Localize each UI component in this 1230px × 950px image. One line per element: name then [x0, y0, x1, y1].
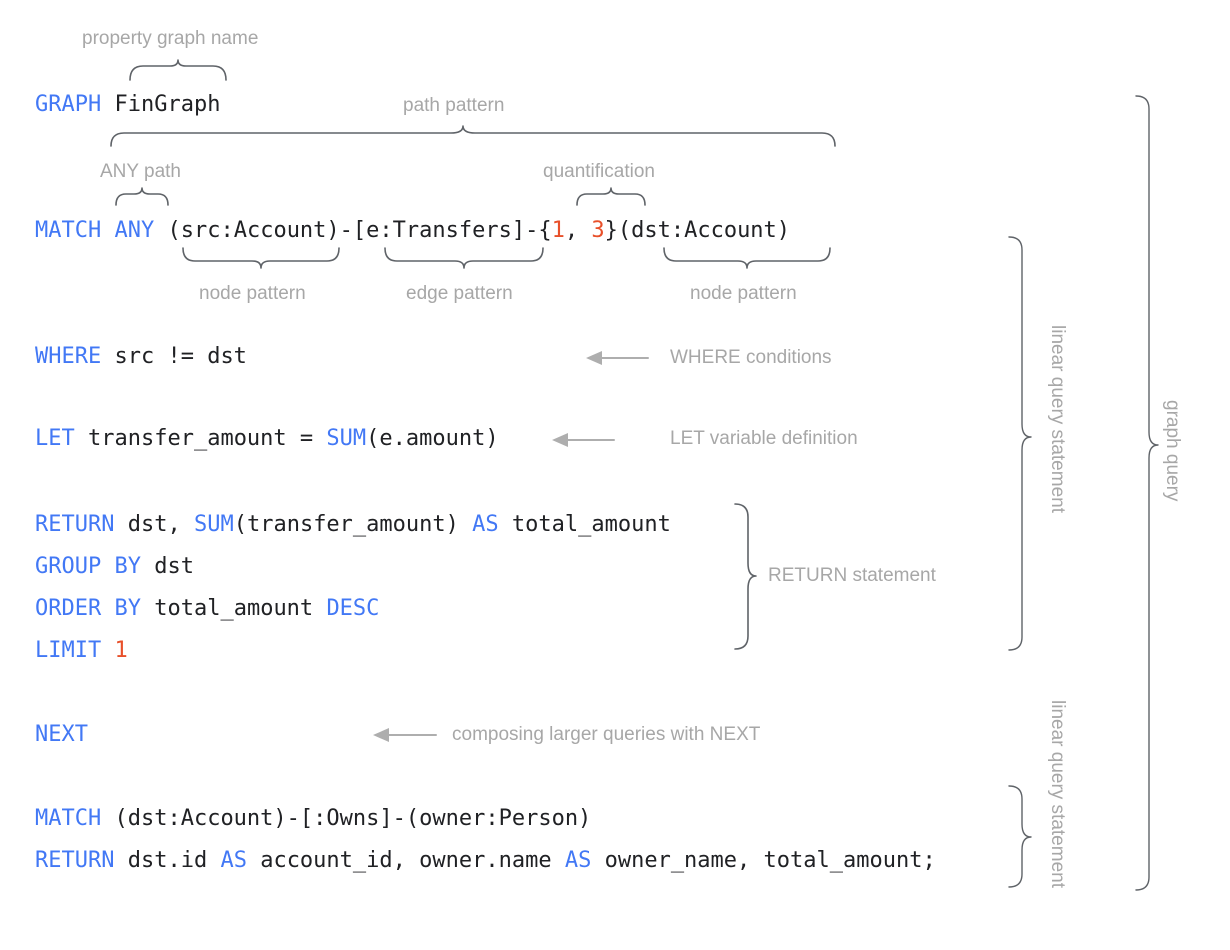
keyword-where: WHERE — [35, 344, 102, 369]
keyword-let: LET — [35, 426, 75, 451]
return-2-part-2: account_id, owner.name — [246, 848, 565, 873]
label-linear-query-statement-2: linear query statement — [1047, 700, 1068, 888]
code-line-let: LET transfer_amount = SUM(e.amount) — [35, 426, 499, 452]
let-sum-args: (e.amount) — [366, 426, 499, 451]
label-return-statement: RETURN statement — [768, 565, 936, 586]
space-6 — [141, 596, 154, 621]
let-assignment: transfer_amount = — [74, 426, 327, 451]
brace-return-statement — [734, 503, 757, 650]
dash-1: - — [339, 218, 353, 243]
space-3 — [101, 554, 114, 579]
code-line-match-2: MATCH (dst:Account)-[:Owns]-(owner:Perso… — [35, 806, 591, 832]
label-let-variable-definition: LET variable definition — [670, 428, 858, 449]
keyword-next: NEXT — [35, 722, 88, 747]
brace-linear-query-statement-2 — [1008, 785, 1032, 888]
code-line-limit: LIMIT 1 — [35, 638, 128, 664]
brace-node-pattern-right — [663, 247, 831, 269]
brace-edge-pattern — [384, 247, 544, 269]
match-2-pattern: (dst:Account)-[:Owns]-(owner:Person) — [101, 806, 592, 831]
arrow-composing-next — [373, 728, 437, 742]
brace-quantification — [576, 187, 646, 206]
function-sum: SUM — [326, 426, 367, 451]
space-8 — [101, 638, 114, 663]
keyword-as-2: AS — [220, 848, 247, 873]
quantifier-separator: , — [564, 218, 592, 243]
code-line-graph: GRAPH FinGraph — [35, 92, 220, 118]
node-pattern-dst: (dst:Account) — [617, 218, 791, 243]
code-line-order-by: ORDER BY total_amount DESC — [35, 596, 379, 622]
keyword-as: AS — [472, 512, 499, 537]
keyword-by: BY — [114, 554, 141, 579]
label-node-pattern-left: node pattern — [199, 283, 306, 304]
label-node-pattern-right: node pattern — [690, 283, 797, 304]
dash-2: - — [525, 218, 539, 243]
keyword-order: ORDER — [35, 596, 102, 621]
return-alias: total_amount — [498, 512, 671, 537]
label-graph-query: graph query — [1162, 400, 1183, 502]
quantifier-open-brace: { — [538, 218, 552, 243]
brace-path-pattern — [110, 125, 836, 147]
code-line-match: MATCH ANY (src:Account)-[e:Transfers]-{1… — [35, 218, 790, 244]
keyword-graph: GRAPH — [35, 92, 102, 117]
label-property-graph-name: property graph name — [82, 28, 259, 49]
code-line-return-2: RETURN dst.id AS account_id, owner.name … — [35, 848, 936, 874]
keyword-match: MATCH — [35, 218, 102, 243]
edge-pattern-transfers: [e:Transfers] — [352, 218, 526, 243]
label-linear-query-statement-1: linear query statement — [1047, 325, 1068, 513]
keyword-limit: LIMIT — [35, 638, 102, 663]
arrow-where-conditions — [586, 351, 649, 365]
function-sum-2: SUM — [193, 512, 234, 537]
code-line-next: NEXT — [35, 722, 88, 748]
keyword-as-3: AS — [564, 848, 592, 873]
arrow-let-variable-definition — [552, 433, 615, 447]
space-7 — [313, 596, 326, 621]
space-2 — [154, 218, 167, 243]
order-by-field: total_amount — [154, 596, 314, 621]
code-line-where: WHERE src != dst — [35, 344, 247, 370]
brace-linear-query-statement-1 — [1008, 236, 1032, 651]
code-line-return: RETURN dst, SUM(transfer_amount) AS tota… — [35, 512, 671, 538]
keyword-by-2: BY — [114, 596, 141, 621]
return-first-item: dst, — [114, 512, 194, 537]
keyword-match-2: MATCH — [35, 806, 102, 831]
quantifier-max: 3 — [591, 218, 605, 243]
return-2-part-3: owner_name, total_amount; — [591, 848, 936, 873]
label-edge-pattern: edge pattern — [406, 283, 513, 304]
where-expression: src != dst — [101, 344, 247, 369]
brace-node-pattern-left — [182, 247, 340, 269]
keyword-group: GROUP — [35, 554, 102, 579]
space-1 — [101, 218, 114, 243]
keyword-any: ANY — [114, 218, 155, 243]
code-line-group-by: GROUP BY dst — [35, 554, 194, 580]
keyword-return-2: RETURN — [35, 848, 115, 873]
graph-name-value: FinGraph — [101, 92, 221, 117]
keyword-return: RETURN — [35, 512, 115, 537]
return-2-part-1: dst.id — [114, 848, 221, 873]
label-where-conditions: WHERE conditions — [670, 347, 832, 368]
space-5 — [101, 596, 114, 621]
label-quantification: quantification — [543, 161, 655, 182]
brace-graph-query — [1135, 95, 1159, 891]
label-path-pattern: path pattern — [403, 95, 505, 116]
group-by-field: dst — [154, 554, 194, 579]
label-any-path: ANY path — [100, 161, 181, 182]
return-sum-args: (transfer_amount) — [233, 512, 473, 537]
space-4 — [141, 554, 154, 579]
brace-property-graph-name — [129, 59, 227, 81]
quantifier-close-brace: } — [604, 218, 618, 243]
brace-any-path — [115, 187, 169, 206]
label-composing-next: composing larger queries with NEXT — [452, 724, 761, 745]
node-pattern-src: (src:Account) — [167, 218, 340, 243]
limit-value: 1 — [114, 638, 128, 663]
quantifier-min: 1 — [551, 218, 565, 243]
keyword-desc: DESC — [326, 596, 380, 621]
